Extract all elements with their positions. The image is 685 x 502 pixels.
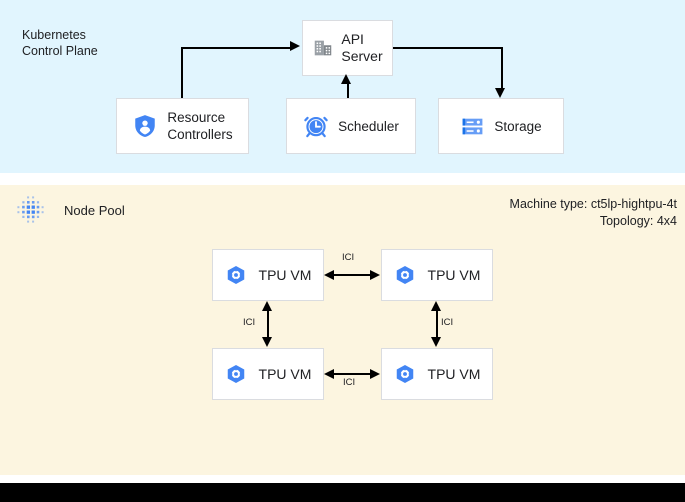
arrowhead-right xyxy=(370,269,380,280)
arrowhead-left xyxy=(324,269,334,280)
tpu-hexagon-icon xyxy=(225,363,247,385)
arrowhead-up xyxy=(262,301,273,311)
node-pool-meta: Machine type: ct5lp-hightpu-4t Topology:… xyxy=(510,196,677,230)
arrowhead-down xyxy=(431,337,442,347)
tpu-vm-label: TPU VM xyxy=(427,266,481,283)
ici-connector-line xyxy=(267,311,269,337)
building-icon xyxy=(312,37,334,59)
scheduler-label: Scheduler xyxy=(338,118,399,134)
tpu-vm-box[interactable]: TPU VM xyxy=(381,249,493,301)
shield-person-icon xyxy=(132,113,158,139)
resource-controllers-box[interactable]: Resource Controllers xyxy=(116,98,249,154)
ici-connector-line xyxy=(334,373,370,375)
connector-resource-controllers-to-api-server-horizontal xyxy=(181,47,292,49)
storage-box[interactable]: Storage xyxy=(438,98,564,154)
arrowhead-to-api-server-bottom xyxy=(341,74,351,84)
topology-label: Topology: 4x4 xyxy=(599,214,677,228)
tpu-hexagon-icon xyxy=(394,264,416,286)
tpu-vm-label: TPU VM xyxy=(258,365,312,382)
connector-api-server-to-storage-horizontal xyxy=(393,47,503,49)
arrowhead-right xyxy=(370,368,380,379)
arrowhead-to-api-server-left xyxy=(290,41,300,51)
resource-controllers-label: Resource Controllers xyxy=(167,110,233,142)
ici-label: ICI xyxy=(343,377,356,388)
tpu-vm-label: TPU VM xyxy=(258,266,312,283)
storage-rack-icon xyxy=(460,114,485,139)
api-server-box[interactable]: API Server xyxy=(302,20,393,76)
ici-connector-line xyxy=(334,274,370,276)
dot-grid-icon xyxy=(15,195,49,229)
tpu-vm-label: TPU VM xyxy=(427,365,481,382)
scheduler-box[interactable]: Scheduler xyxy=(286,98,416,154)
control-plane-title: Kubernetes Control Plane xyxy=(22,28,98,58)
bottom-bar xyxy=(0,483,685,502)
connector-scheduler-to-api-server xyxy=(347,82,349,98)
storage-label: Storage xyxy=(494,118,542,134)
tpu-vm-box[interactable]: TPU VM xyxy=(212,249,324,301)
machine-type-label: Machine type: ct5lp-hightpu-4t xyxy=(509,197,677,211)
tpu-vm-box[interactable]: TPU VM xyxy=(381,348,493,400)
arrowhead-left xyxy=(324,368,334,379)
tpu-vm-box[interactable]: TPU VM xyxy=(212,348,324,400)
node-pool-title: Node Pool xyxy=(64,203,125,218)
arrowhead-down xyxy=(262,337,273,347)
connector-api-server-to-storage-vertical xyxy=(501,47,503,91)
ici-connector-line xyxy=(436,311,438,337)
arrowhead-up xyxy=(431,301,442,311)
tpu-hexagon-icon xyxy=(394,363,416,385)
connector-resource-controllers-to-api-server-vertical xyxy=(181,48,183,98)
ici-label: ICI xyxy=(243,317,256,328)
ici-label: ICI xyxy=(441,317,454,328)
node-pool-panel xyxy=(0,185,685,475)
tpu-hexagon-icon xyxy=(225,264,247,286)
arrowhead-to-storage-top xyxy=(495,88,505,98)
api-server-label: API Server xyxy=(341,31,383,64)
alarm-clock-icon xyxy=(303,113,329,139)
ici-label: ICI xyxy=(342,252,355,263)
